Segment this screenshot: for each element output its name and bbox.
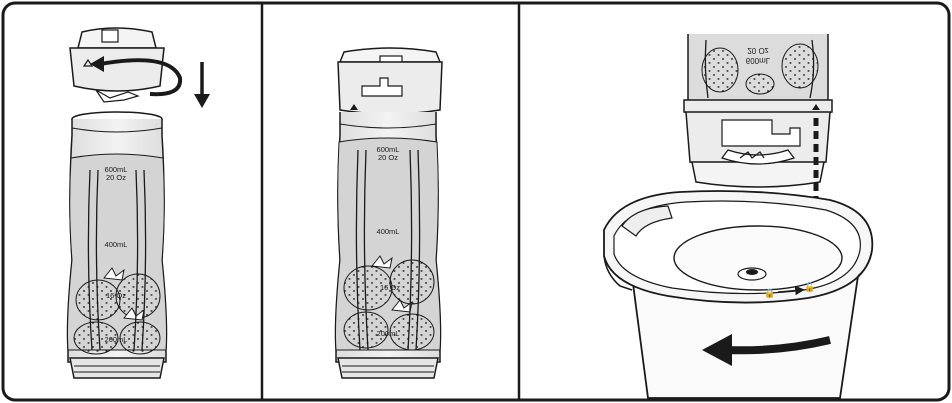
scale-20oz: 20 Oz <box>106 173 126 182</box>
mirrored-600ml: 600mL <box>746 56 771 65</box>
scale-16oz: 16 Oz <box>106 291 126 300</box>
mirrored-20oz: 20 Oz <box>747 46 768 55</box>
scale-200ml: 200mL <box>105 335 128 344</box>
panel-step-3: 20 Oz 600mL <box>604 34 872 398</box>
unlock-icon: 🔓 <box>804 281 815 293</box>
motor-base <box>604 191 872 398</box>
scale-200ml: 200mL <box>377 329 400 338</box>
panel-step-2: 600mL 20 Oz 400mL 16 Oz 200mL <box>336 48 443 378</box>
down-arrow-icon <box>194 62 210 108</box>
attached-blade-assembly <box>338 48 442 114</box>
scale-20oz: 20 Oz <box>378 153 398 162</box>
inverted-blade-housing <box>686 112 830 187</box>
blade-assembly <box>70 28 164 102</box>
scale-400ml: 400mL <box>377 227 400 236</box>
inverted-cup: 20 Oz 600mL <box>684 34 832 117</box>
lock-icon: 🔒 <box>764 288 775 299</box>
scale-16oz: 16 Oz <box>380 283 400 292</box>
panel-step-1: 600mL 20 Oz 400mL 16 Oz 200mL <box>68 28 211 378</box>
scale-400ml: 400mL <box>105 240 128 249</box>
